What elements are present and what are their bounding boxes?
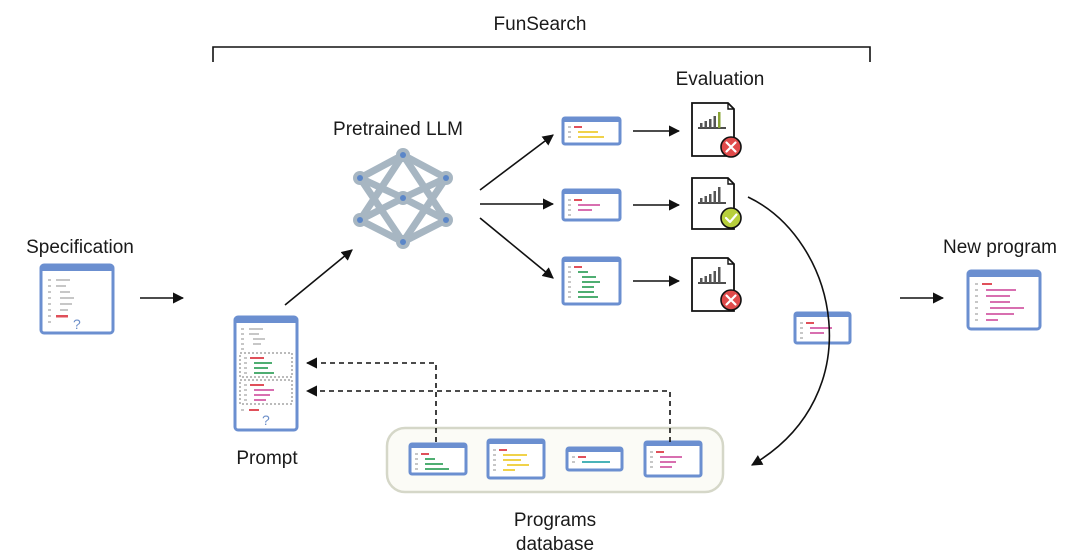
fail-badge-icon — [720, 289, 742, 311]
database-program-1 — [408, 442, 468, 476]
programs-database-label-line2: database — [516, 534, 594, 555]
evaluation-label: Evaluation — [676, 69, 765, 90]
programs-database — [385, 426, 725, 494]
selected-program — [793, 311, 852, 345]
prompt-label: Prompt — [236, 448, 298, 469]
arrow-eval-to-database — [747, 196, 831, 466]
prompt-question-mark: ? — [262, 412, 270, 428]
generated-program-1 — [561, 116, 622, 146]
generated-program-2 — [561, 188, 622, 222]
evaluation-report-2 — [691, 177, 742, 230]
arrow-database-to-prompt-slot-2 — [305, 385, 671, 442]
llm-network-icon — [356, 151, 450, 246]
database-program-4 — [643, 440, 703, 478]
arrow-llm-to-program-1 — [479, 134, 554, 191]
prompt-example-slot-2 — [239, 379, 293, 405]
pretrained-llm-label: Pretrained LLM — [333, 119, 463, 140]
database-program-2 — [486, 438, 546, 480]
prompt-example-slot-1 — [239, 352, 293, 378]
database-program-3 — [565, 446, 624, 472]
new-program-document — [966, 269, 1042, 331]
pass-badge-icon — [720, 207, 742, 229]
evaluation-report-1 — [691, 102, 742, 158]
specification-label: Specification — [26, 237, 134, 258]
evaluation-report-3 — [691, 257, 742, 312]
title: FunSearch — [494, 14, 587, 35]
arrow-prompt-to-llm — [284, 249, 353, 306]
programs-database-label-line1: Programs — [514, 510, 596, 531]
funsearch-bracket — [212, 46, 871, 62]
prompt-document: ? — [233, 315, 299, 432]
llm-network-nodes — [353, 148, 453, 249]
generated-program-3 — [561, 256, 622, 306]
new-program-label: New program — [943, 237, 1057, 258]
arrow-llm-to-program-3 — [479, 217, 554, 279]
flow-arrows — [140, 125, 945, 466]
fail-badge-icon — [720, 136, 742, 158]
specification-document: ? — [39, 263, 115, 335]
feedback-arrows — [305, 357, 671, 442]
specification-question-mark: ? — [73, 316, 81, 332]
arrow-database-to-prompt-slot-1 — [305, 357, 437, 442]
